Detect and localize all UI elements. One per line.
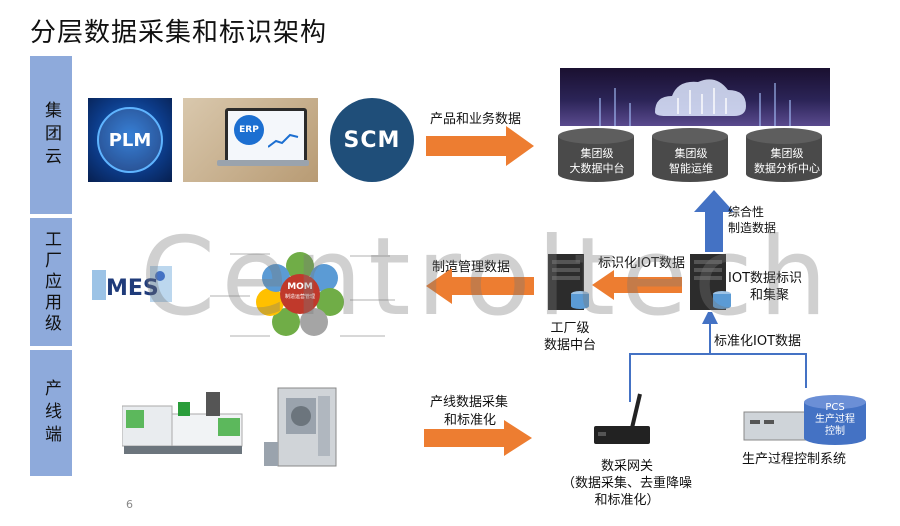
arrow-right-icon — [426, 126, 534, 166]
mom-sub-label: 制造运营管理 — [284, 294, 315, 300]
pcs-label: PCS 生产过程 控制 — [802, 402, 868, 438]
db-label-line: 集团级 — [580, 147, 614, 160]
tier-production-line: 产线端 — [30, 350, 72, 476]
collection-line: 产线数据采集 — [430, 395, 509, 410]
db-label-2: 集团级 智能运维 — [652, 146, 730, 176]
arrow-left-icon — [592, 270, 682, 300]
iot-line: 和集聚 — [750, 288, 790, 303]
group-databases — [558, 128, 822, 182]
equipment-cabinet-image — [264, 387, 337, 467]
collection-line: 和标准化 — [444, 413, 497, 428]
scm-circle: SCM — [330, 98, 414, 182]
line-data-collection-label: 产线数据采集 和标准化 — [430, 394, 508, 430]
erp-label: ERP — [239, 125, 259, 135]
laptop-base — [217, 160, 309, 166]
laptop-icon: ERP — [225, 108, 307, 164]
plm-circle: PLM — [97, 107, 163, 173]
gateway-label: 数采网关 （数据采集、去重降噪 和标准化） — [552, 458, 702, 509]
comprehensive-line: 制造数据 — [728, 221, 777, 235]
product-business-data-label: 产品和业务数据 — [430, 112, 522, 127]
scm-label: SCM — [343, 127, 401, 153]
connector-lines — [629, 312, 807, 402]
tier-label: 集团云 — [41, 100, 61, 170]
tier-group-cloud: 集团云 — [30, 56, 72, 214]
pcs-line: 生产过程 — [815, 414, 855, 425]
iot-line: IOT数据标识 — [728, 271, 803, 286]
mom-center-label: MOM — [287, 282, 313, 292]
db-label-line: 数据分析中心 — [754, 162, 820, 175]
mes-graphic: MES — [90, 262, 180, 312]
db-label-1: 集团级 大数据中台 — [558, 146, 636, 176]
erp-image: ERP — [183, 98, 318, 182]
cloud-banner — [560, 68, 830, 126]
gateway-line: （数据采集、去重降噪 — [561, 476, 692, 491]
page-title: 分层数据采集和标识架构 — [30, 18, 328, 48]
server-icon — [548, 254, 589, 310]
erp-chart-icon — [268, 133, 299, 148]
database-icon — [652, 128, 728, 182]
database-icon — [746, 128, 822, 182]
arrow-left-icon — [426, 268, 534, 304]
tier-label: 产线端 — [41, 378, 61, 448]
gateway-icon — [594, 393, 650, 444]
db-label-line: 大数据中台 — [569, 162, 625, 175]
erp-circle: ERP — [234, 115, 264, 145]
arrow-right-icon — [424, 420, 532, 456]
page-number: 6 — [126, 498, 133, 511]
mom-diagram: MOM 制造运营管理 — [200, 236, 400, 352]
pcs-controller-icon — [743, 411, 815, 441]
gateway-line: 数采网关 — [600, 459, 653, 474]
plm-label: PLM — [108, 129, 152, 151]
injection-machine-image — [122, 392, 243, 454]
iot-identify-label: IOT数据标识 和集聚 — [728, 270, 802, 304]
pcs-system-label: 生产过程控制系统 — [742, 452, 847, 467]
db-label-line: 智能运维 — [669, 162, 713, 175]
cloud-icon — [599, 79, 791, 126]
pcs-line: PCS — [825, 402, 845, 413]
db-label-3: 集团级 数据分析中心 — [742, 146, 832, 176]
comprehensive-line: 综合性 — [728, 205, 765, 219]
server-icon — [690, 254, 731, 310]
pcs-database-icon — [804, 395, 866, 445]
db-label-line: 集团级 — [674, 147, 708, 160]
tier-label: 工厂应用级 — [41, 229, 61, 335]
datacenter-line: 工厂级 — [550, 321, 590, 336]
tier-factory: 工厂应用级 — [30, 218, 72, 346]
identified-iot-data-label: 标识化IOT数据 — [598, 256, 686, 271]
mom-center: MOM 制造运营管理 — [280, 282, 320, 302]
db-label-line: 集团级 — [770, 147, 804, 160]
mom-petals — [210, 252, 395, 337]
factory-datacenter-label: 工厂级 数据中台 — [530, 320, 610, 354]
mes-label: MES — [106, 276, 159, 301]
comprehensive-data-label: 综合性 制造数据 — [728, 204, 776, 236]
pcs-line: 控制 — [825, 426, 845, 437]
plm-image: PLM — [88, 98, 172, 182]
database-icon — [558, 128, 634, 182]
factory-icon — [92, 266, 172, 302]
gateway-line: 和标准化） — [594, 493, 660, 508]
arrow-up-icon — [694, 190, 734, 252]
standardized-iot-data-label: 标准化IOT数据 — [714, 334, 802, 349]
datacenter-line: 数据中台 — [543, 338, 596, 353]
